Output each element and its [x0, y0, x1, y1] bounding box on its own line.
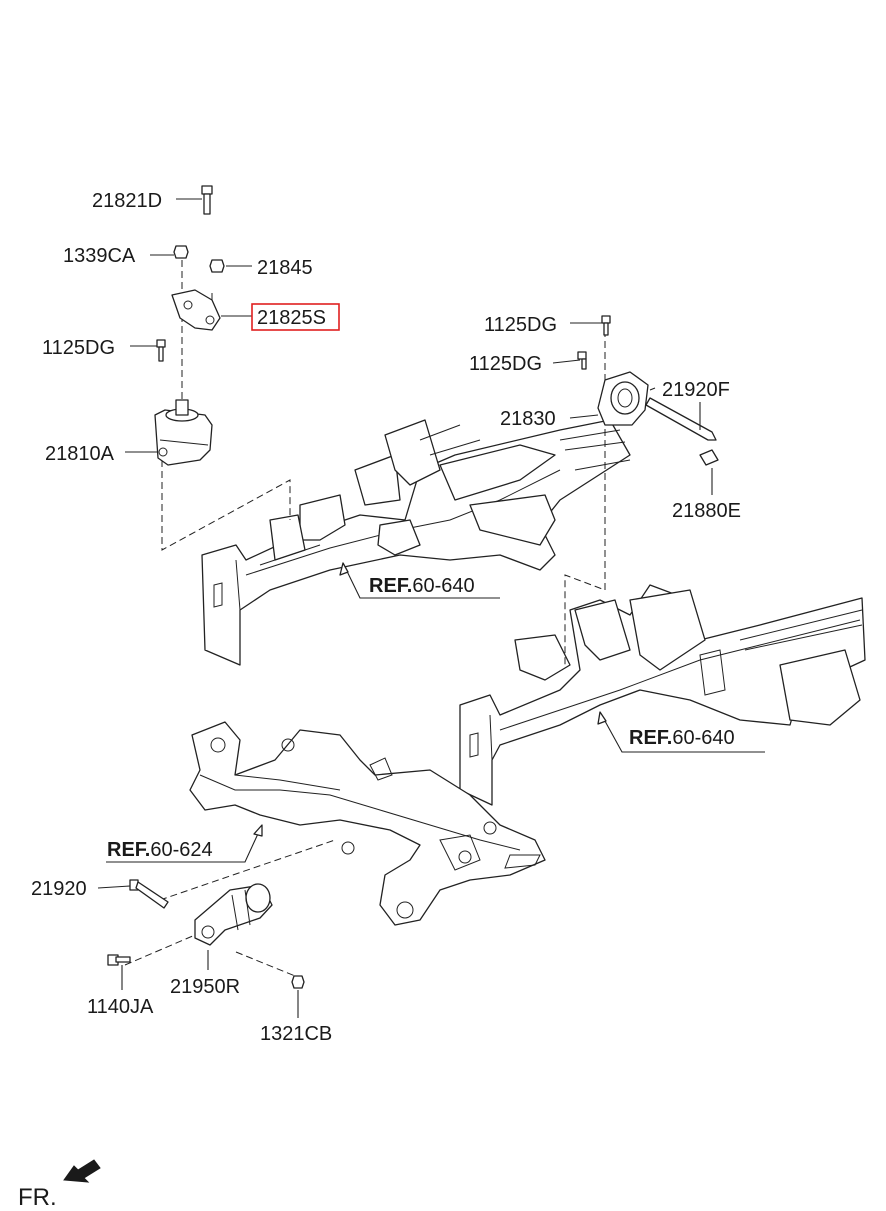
ref-left-frame-code: 60-640	[412, 575, 474, 597]
ref-left-frame-prefix: REF.	[369, 575, 412, 597]
bracket-21825S	[171, 289, 221, 331]
callout-21830[interactable]: 21830	[500, 408, 556, 430]
callout-21920[interactable]: 21920	[31, 878, 87, 900]
highlight-box-21825S	[251, 303, 340, 331]
ref-right-frame-prefix: REF.	[629, 727, 672, 749]
ref-subframe-prefix: REF.	[107, 839, 150, 861]
nut-21845	[209, 259, 225, 273]
ref-subframe-code: 60-624	[150, 839, 212, 861]
callout-21825S[interactable]: 21825S	[257, 307, 326, 329]
callout-21950R[interactable]: 21950R	[170, 976, 240, 998]
callout-21920F[interactable]: 21920F	[662, 379, 730, 401]
front-arrow-icon	[63, 1159, 101, 1183]
callout-1125DG-right-mid[interactable]: 1125DG	[469, 353, 542, 375]
ref-right-frame[interactable]: REF.60-640	[629, 727, 735, 749]
transmission-mount-right	[577, 315, 719, 466]
ref-left-frame[interactable]: REF.60-640	[369, 575, 475, 597]
nut-1339CA	[173, 245, 189, 259]
callout-1125DG-left[interactable]: 1125DG	[42, 337, 115, 359]
callout-1125DG-right-top[interactable]: 1125DG	[484, 314, 557, 336]
callout-1321CB[interactable]: 1321CB	[260, 1023, 332, 1045]
ref-right-frame-code: 60-640	[672, 727, 734, 749]
sub-frame	[189, 721, 546, 926]
assembly-guides	[124, 260, 606, 979]
callout-21810A[interactable]: 21810A	[45, 443, 115, 465]
callout-1339CA[interactable]: 1339CA	[63, 245, 136, 267]
callout-21845[interactable]: 21845	[257, 257, 313, 279]
ref-subframe[interactable]: REF.60-624	[107, 839, 213, 861]
engine-mount-left	[154, 399, 213, 466]
left-side-member	[201, 419, 631, 666]
front-direction-label: FR.	[18, 1184, 57, 1211]
leader-lines	[97, 198, 765, 1018]
bolt-21821D	[201, 185, 213, 215]
callout-1140JA[interactable]: 1140JA	[87, 996, 154, 1018]
roll-rod-21950R	[107, 879, 305, 989]
right-side-member	[459, 584, 866, 806]
callout-21821D[interactable]: 21821D	[92, 190, 162, 212]
bolt-1125DG-left	[156, 339, 166, 362]
callout-21880E[interactable]: 21880E	[672, 500, 741, 522]
